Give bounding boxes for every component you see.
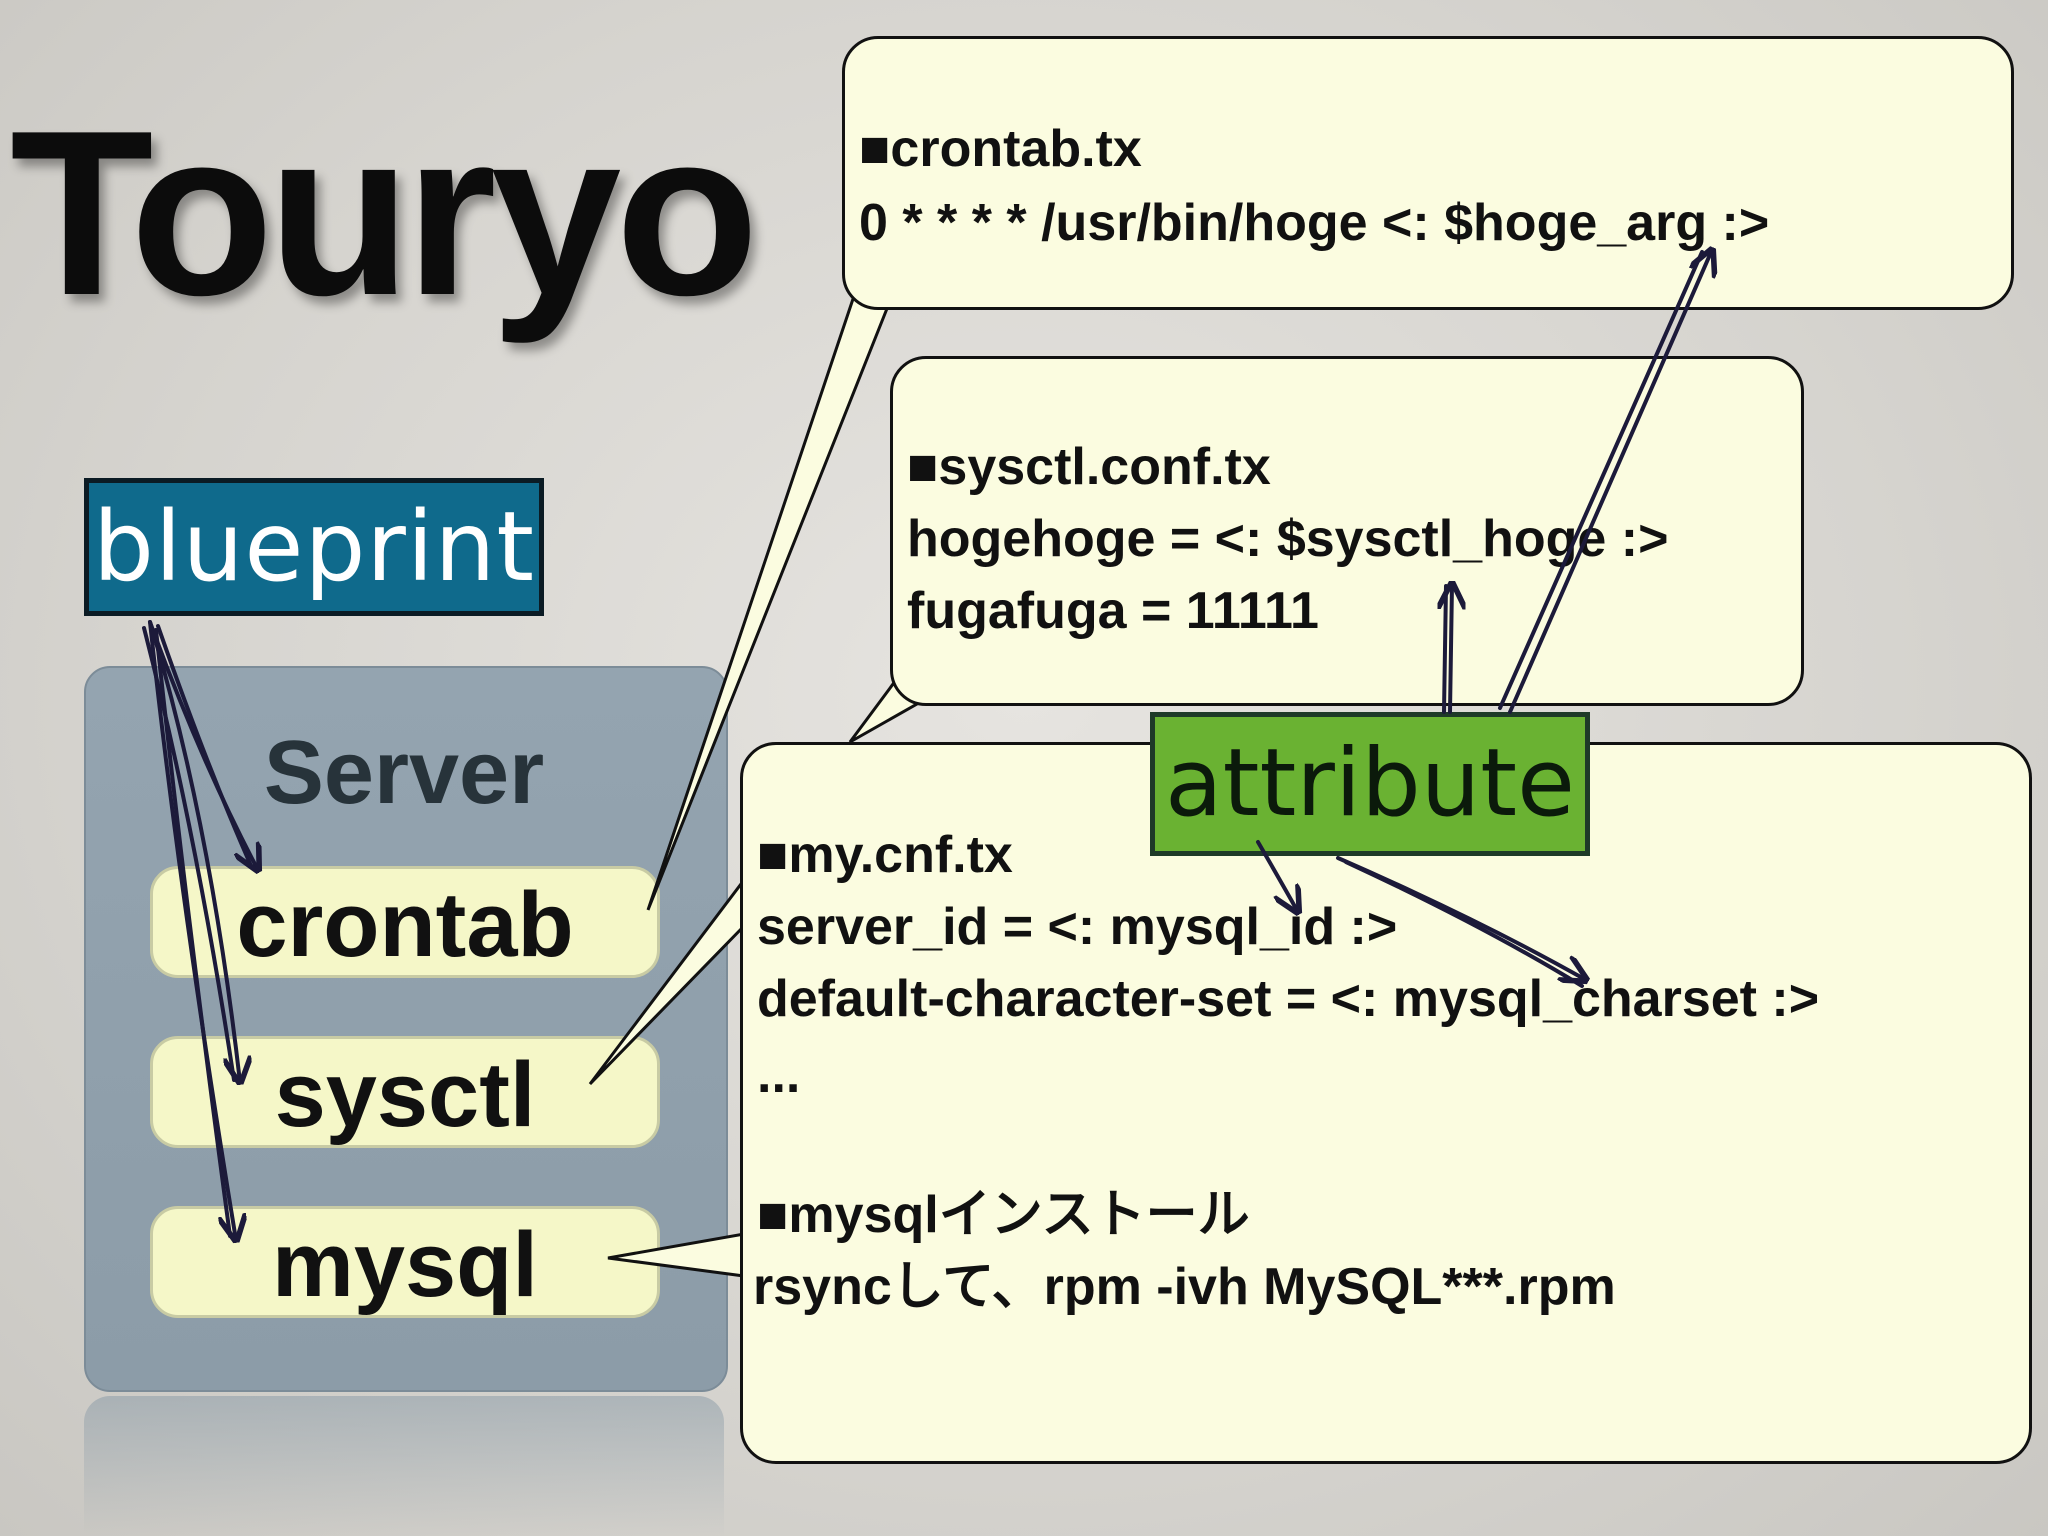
arrow-attribute-to-sysctl-hoge-stroke2 bbox=[1442, 584, 1448, 714]
callout-sysctl-line-1: ■sysctl.conf.tx bbox=[907, 438, 1271, 496]
callout-sysctl-line-3: fugafuga = 11111 bbox=[907, 582, 1319, 640]
arrow-attribute-to-hoge-arg-stroke2 bbox=[1498, 250, 1704, 710]
callout-mycnf-line-3: default-character-set = <: mysql_charset… bbox=[757, 970, 1820, 1028]
callout-mycnf-line-1: ■my.cnf.tx bbox=[757, 826, 1013, 884]
callout-crontab-line-2: 0 * * * * /usr/bin/hoge <: $hoge_arg :> bbox=[859, 194, 1770, 252]
callout-mycnf-line-6: ■mysqlインストール bbox=[757, 1186, 1250, 1244]
server-item-crontab: crontab bbox=[150, 866, 660, 978]
arrow-attribute-to-sysctl-hoge bbox=[1450, 584, 1452, 714]
callout-mycnf: ■my.cnf.tx server_id = <: mysql_id :> de… bbox=[740, 742, 2032, 1464]
callout-sysctl-line-2: hogehoge = <: $sysctl_hoge :> bbox=[907, 510, 1669, 568]
slide-title: Touryo bbox=[10, 81, 759, 344]
arrow-blueprint-to-crontab-stroke2 bbox=[156, 624, 254, 870]
attribute-label: attribute bbox=[1150, 712, 1590, 856]
server-panel-reflection bbox=[84, 1396, 724, 1536]
callout-sysctl: ■sysctl.conf.tx hogehoge = <: $sysctl_ho… bbox=[890, 356, 1804, 706]
callout-crontab-line-1: ■crontab.tx bbox=[859, 120, 1142, 178]
callout-crontab: ■crontab.tx 0 * * * * /usr/bin/hoge <: $… bbox=[842, 36, 2014, 310]
arrow-attribute-to-hoge-arg bbox=[1508, 250, 1712, 714]
arrow-attribute-to-mysql-charset-stroke2 bbox=[1344, 860, 1584, 988]
arrow-blueprint-to-mysql-stroke2 bbox=[154, 628, 232, 1238]
callout-mycnf-line-4: ... bbox=[757, 1046, 801, 1104]
blueprint-label: blueprint bbox=[84, 478, 544, 616]
arrow-attribute-to-mysql-id bbox=[1256, 840, 1298, 912]
arrow-blueprint-to-crontab bbox=[148, 620, 258, 870]
arrow-blueprint-to-sysctl bbox=[148, 620, 240, 1082]
arrow-blueprint-to-mysql bbox=[148, 620, 236, 1240]
callout-mycnf-line-7: rsyncして、rpm -ivh MySQL***.rpm bbox=[753, 1258, 1616, 1316]
server-label: Server bbox=[263, 723, 545, 823]
server-item-sysctl: sysctl bbox=[150, 1036, 660, 1148]
